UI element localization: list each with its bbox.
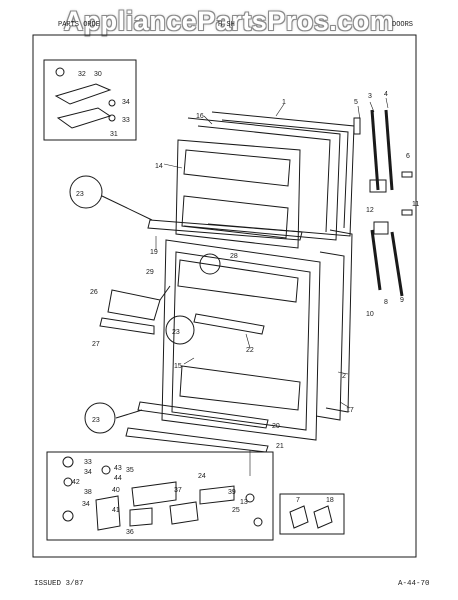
callout-36: 36 xyxy=(126,529,134,536)
callout-29: 29 xyxy=(146,269,154,276)
callout-31: 31 xyxy=(110,131,118,138)
callout-41: 41 xyxy=(112,507,120,514)
callout-5: 5 xyxy=(354,99,358,106)
callout-17: 17 xyxy=(346,407,354,414)
callout-23b: 23 xyxy=(172,329,180,336)
callout-37: 37 xyxy=(174,487,182,494)
callout-32: 32 xyxy=(78,71,86,78)
callout-14: 14 xyxy=(155,163,163,170)
callout-15: 15 xyxy=(174,363,182,370)
callout-12: 12 xyxy=(366,207,374,214)
callout-26: 26 xyxy=(90,289,98,296)
hinge-parts-right xyxy=(353,109,413,297)
callout-23a: 23 xyxy=(76,191,84,198)
callout-7: 7 xyxy=(296,497,300,504)
callout-11: 11 xyxy=(412,201,419,208)
callout-18: 18 xyxy=(326,497,334,504)
callout-13: 13 xyxy=(240,499,248,506)
callout-9: 9 xyxy=(400,297,404,304)
header-right-text: DOORS xyxy=(392,21,414,29)
callout-34c: 34 xyxy=(82,501,90,508)
callout-21: 21 xyxy=(276,443,284,450)
callout-16: 16 xyxy=(196,113,204,120)
callout-22: 22 xyxy=(246,347,254,354)
watermark-logo: AppliancePartsPros.com xyxy=(63,6,395,36)
header-left-text: PARTS ORDE xyxy=(58,21,101,29)
diagram-code: A-44-70 xyxy=(398,580,430,588)
fresh-food-door xyxy=(161,229,353,441)
hinge-inset-top xyxy=(43,59,137,141)
leader-lines xyxy=(155,97,389,476)
callout-42: 42 xyxy=(72,479,80,486)
callout-35: 35 xyxy=(126,467,134,474)
callout-34a: 34 xyxy=(122,99,130,106)
page-border xyxy=(32,34,417,558)
callout-2: 2 xyxy=(342,373,346,380)
callout-4: 4 xyxy=(384,91,388,98)
callout-40: 40 xyxy=(112,487,120,494)
callout-44: 44 xyxy=(114,475,122,482)
issued-date: ISSUED 3/87 xyxy=(34,580,84,588)
hinge-inset-bottom xyxy=(46,451,274,541)
callout-28: 28 xyxy=(230,253,238,260)
callout-30: 30 xyxy=(94,71,102,78)
detail-circles xyxy=(69,175,221,434)
callout-6: 6 xyxy=(406,153,410,160)
butter-compartment xyxy=(107,285,171,321)
callout-38: 38 xyxy=(84,489,92,496)
callout-8: 8 xyxy=(384,299,388,306)
callout-25: 25 xyxy=(232,507,240,514)
callout-33a: 33 xyxy=(122,117,130,124)
callout-3: 3 xyxy=(368,93,372,100)
header-middle-text: H SH xyxy=(218,21,235,29)
callout-20: 20 xyxy=(272,423,280,430)
callout-39: 39 xyxy=(228,489,236,496)
callout-1: 1 xyxy=(282,99,286,106)
callout-27: 27 xyxy=(92,341,100,348)
callout-10: 10 xyxy=(366,311,374,318)
callout-24: 24 xyxy=(198,473,206,480)
freezer-door-outer xyxy=(183,111,355,241)
callout-43: 43 xyxy=(114,465,122,472)
callout-33b: 33 xyxy=(84,459,92,466)
callout-34b: 34 xyxy=(84,469,92,476)
hinge-inset-small xyxy=(279,493,345,535)
callout-23c: 23 xyxy=(92,417,100,424)
freezer-door-liner xyxy=(175,139,301,249)
callout-19: 19 xyxy=(150,249,158,256)
